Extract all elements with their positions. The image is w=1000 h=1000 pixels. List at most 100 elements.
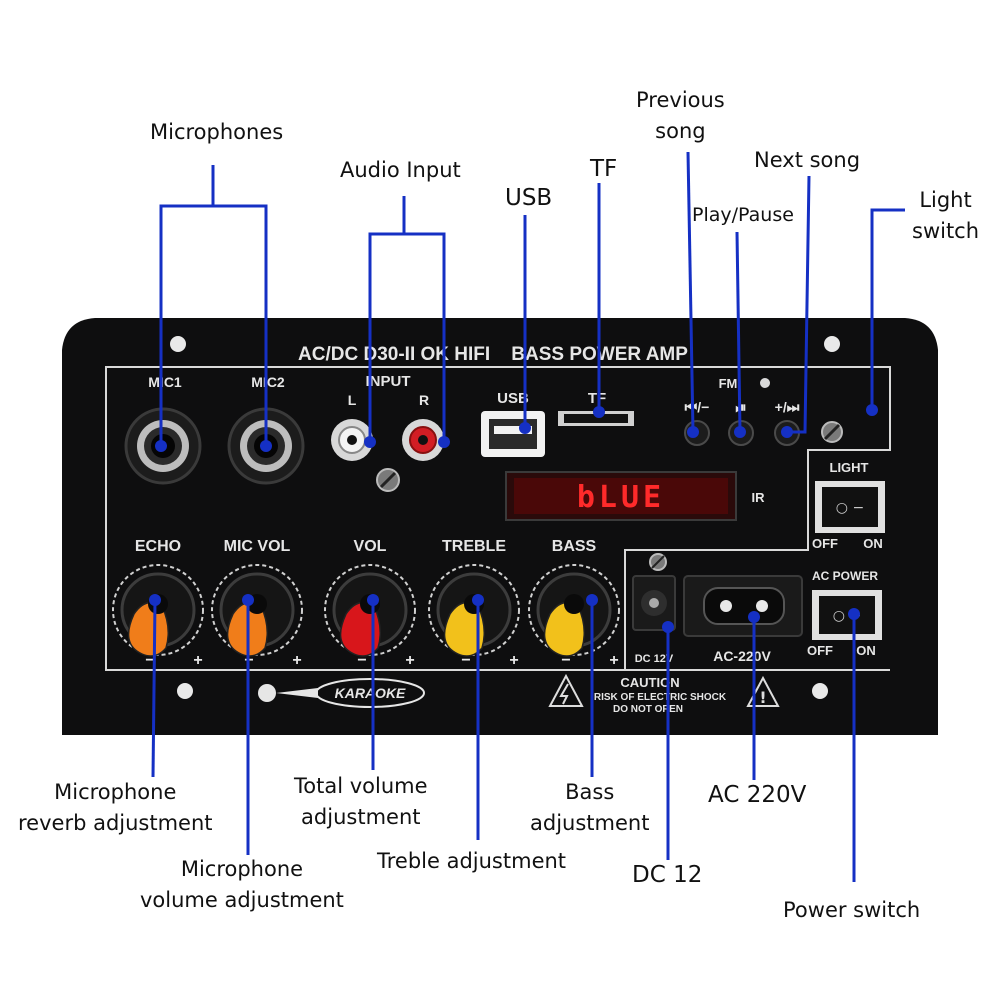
karaoke-badge: KARAOKE <box>258 678 425 708</box>
callout-line-previous-song <box>686 151 695 433</box>
caution-line-2: DO NOT OPEN <box>613 704 683 715</box>
callout-tf: TF <box>590 156 618 182</box>
rca-right-jack <box>402 419 444 461</box>
svg-text:!: ! <box>759 688 766 707</box>
caution-title: CAUTION <box>620 675 679 690</box>
callout-usb: USB <box>505 185 553 211</box>
callout-dot <box>593 406 605 418</box>
callout-dot <box>519 422 531 434</box>
panel-border <box>105 366 891 671</box>
callout-dot <box>364 436 376 448</box>
fm-label: FM <box>719 376 738 391</box>
knob-minus-label: − <box>461 652 470 669</box>
tf-label: TF <box>588 390 606 407</box>
callout-dot <box>242 594 254 606</box>
knob-shaft <box>564 594 584 614</box>
callout-microphones: Microphones <box>150 120 284 144</box>
ac-power-label: AC POWER <box>812 569 878 583</box>
dc-jack <box>632 575 676 631</box>
knob-plus-label: + <box>405 652 414 669</box>
screw-icon <box>376 468 400 492</box>
callout-dot <box>687 426 699 438</box>
callout-dot <box>748 611 760 623</box>
callout-line-microphones-b <box>213 204 268 446</box>
callout-line-microphones <box>159 165 215 446</box>
fm-indicator <box>760 378 770 388</box>
caution-line-1: RISK OF ELECTRIC SHOCK <box>594 692 727 703</box>
knob-label: VOL <box>354 538 387 555</box>
mic2-label: MIC2 <box>251 374 285 390</box>
callout-dc12: DC 12 <box>632 862 703 888</box>
callout-treble: Treble adjustment <box>377 849 567 873</box>
knob-minus-label: − <box>357 652 366 669</box>
usb-port <box>481 411 545 457</box>
light-switch[interactable]: ○ − <box>815 481 885 533</box>
ac-label: AC-220V <box>713 648 771 664</box>
knob-vol[interactable]: VOL − + <box>324 538 416 669</box>
callout-dot <box>586 594 598 606</box>
mic1-label: MIC1 <box>148 374 182 390</box>
callout-line-mic-reverb <box>151 599 157 778</box>
karaoke-text: KARAOKE <box>335 685 406 701</box>
knob-label: MIC VOL <box>224 538 291 555</box>
light-off-label: OFF <box>812 536 838 551</box>
callout-line-audio-input-b <box>404 232 446 442</box>
callout-lines <box>149 151 905 882</box>
knob-minus-label: − <box>145 652 154 669</box>
input-label: INPUT <box>366 373 411 390</box>
next-button-label: +/⏭ <box>775 399 800 415</box>
svg-text:○ −: ○ − <box>836 500 864 516</box>
knob-treble[interactable]: TREBLE − + <box>428 538 520 669</box>
shock-warning-icon <box>548 673 584 707</box>
callout-dot <box>472 594 484 606</box>
screw-icon <box>821 421 843 443</box>
knob-plus-label: + <box>292 652 301 669</box>
ac-socket <box>683 575 803 637</box>
screw-icon <box>649 553 667 571</box>
usb-label: USB <box>497 390 529 407</box>
callout-dot <box>866 404 878 416</box>
callout-play-pause: Play/Pause <box>692 204 794 226</box>
knob-mic-vol[interactable]: MIC VOL−+ <box>211 538 303 669</box>
callout-dot <box>734 426 746 438</box>
led-display: bLUE <box>505 471 737 521</box>
callout-dot <box>155 440 167 452</box>
callout-line-play-pause <box>735 231 742 433</box>
input-r-label: R <box>419 392 429 408</box>
knob-label: ECHO <box>135 538 181 555</box>
power-on-label: ON <box>856 643 876 658</box>
knob-minus-label: − <box>561 652 570 669</box>
panel-title: AC/DC D30-II OK HIFI BASS POWER AMP <box>298 344 688 365</box>
callout-line-light-switch <box>870 208 905 410</box>
callout-dot <box>781 426 793 438</box>
callout-dot <box>149 594 161 606</box>
input-l-label: L <box>348 392 357 408</box>
knob-plus-label: + <box>609 652 618 669</box>
callout-dot <box>367 594 379 606</box>
ir-label: IR <box>752 490 766 505</box>
callout-next-song: Next song <box>754 148 861 172</box>
tf-slot <box>558 411 634 426</box>
mounting-holes <box>170 336 840 699</box>
knob-plus-label: + <box>193 652 202 669</box>
prev-button-label: ⏮/− <box>685 399 710 415</box>
knob-label: TREBLE <box>442 538 506 555</box>
display-text: bLUE <box>577 480 665 515</box>
callout-audio-input: Audio Input <box>340 158 461 182</box>
callout-line-audio-input <box>368 196 406 442</box>
callout-ac220: AC 220V <box>708 782 807 808</box>
power-off-label: OFF <box>807 643 833 658</box>
knob-plus-label: + <box>509 652 518 669</box>
callout-dot <box>662 621 674 633</box>
knob-label: BASS <box>552 538 597 555</box>
dc-label: DC 12V <box>635 653 674 665</box>
light-on-label: ON <box>863 536 883 551</box>
power-switch[interactable]: ○ − <box>812 590 882 640</box>
